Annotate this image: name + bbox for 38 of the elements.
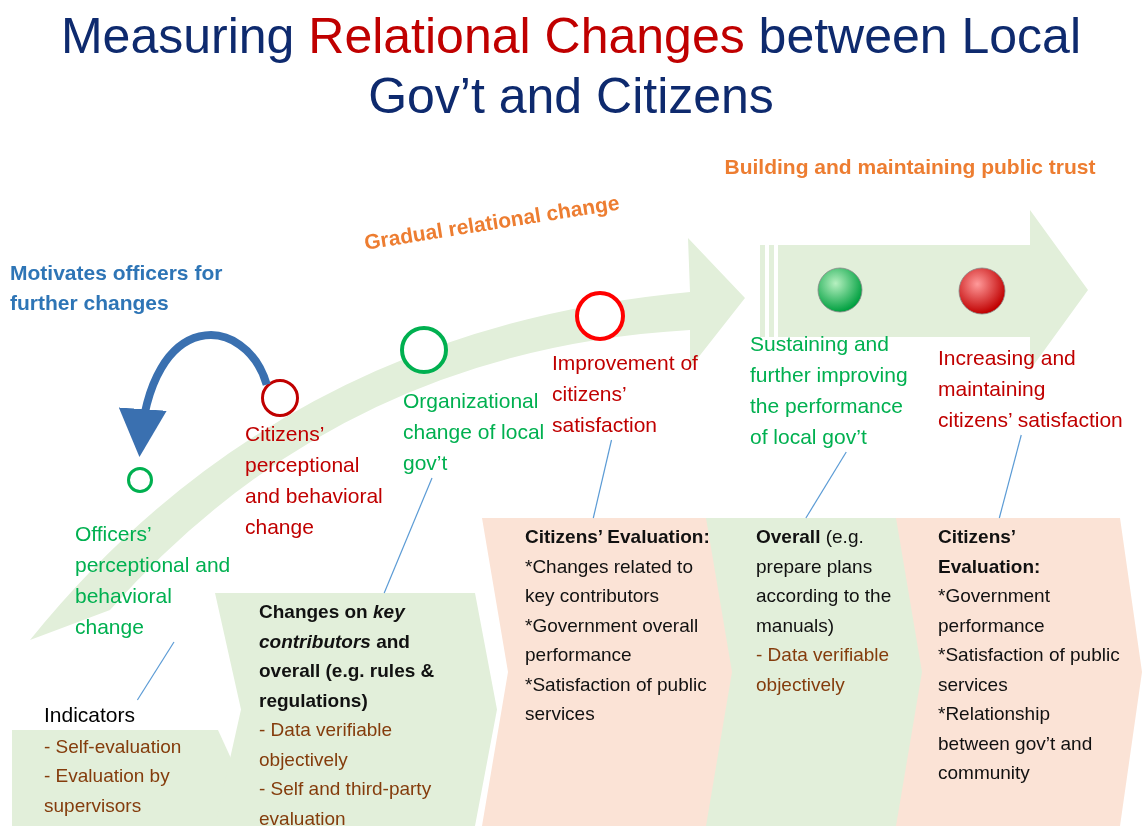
status-light — [817, 267, 863, 313]
arrow-caption: Building and maintaining public trust — [723, 154, 1097, 180]
panel-text: Changes on key contributors and overall (e.g. rules & regulations) — [259, 600, 436, 713]
leader-line — [383, 477, 433, 594]
status-light — [958, 267, 1006, 315]
title: Measuring Relational Changes between Local Gov’t and Citizens — [59, 7, 1083, 126]
stage-label: Citizens’ perceptional and behavioral change — [245, 418, 395, 542]
stage-circle — [575, 291, 625, 341]
list-item: - Self and third-party evaluation — [259, 777, 433, 826]
panel-text: Citizens’ Evaluation: — [938, 525, 1042, 579]
stage-label: Increasing and maintaining citizens’ satisfaction — [938, 342, 1123, 435]
stage-circle — [261, 379, 299, 417]
arrow-caption: Gradual relational change — [362, 189, 622, 256]
list-item: - Self-evaluation — [44, 734, 183, 759]
panel-text: Citizens’ Evaluation: — [525, 525, 711, 549]
panel-text: *Satisfaction of public services — [938, 643, 1120, 697]
stage-circle — [400, 326, 448, 374]
curved-arrow — [121, 331, 271, 457]
leader-line — [998, 434, 1022, 519]
leader-line — [136, 641, 175, 701]
list-item: - Data verifiable objectively — [259, 718, 394, 772]
annotation-text: Motivates officers for further changes — [10, 260, 224, 316]
list-item: - Evaluation by supervisors — [44, 764, 171, 818]
stage-label: Officers’ perceptional and behavioral change — [75, 518, 240, 642]
heading-text: Indicators — [44, 702, 137, 728]
panel-text: *Relationship between gov’t and community — [938, 702, 1094, 785]
leader-line — [592, 439, 613, 519]
stage-label: Organizational change of local gov’t — [403, 385, 548, 478]
panel-text: *Government performance — [938, 584, 1051, 638]
panel-text: *Satisfaction of public services — [525, 672, 708, 726]
panel-text: *Government overall performance — [525, 613, 700, 667]
panel-text: Overall (e.g. prepare plans according to the manuals) — [756, 525, 893, 638]
leader-line — [805, 451, 847, 519]
list-item: - Data verifiable objectively — [756, 643, 891, 697]
panel-text: *Changes related to key contributors — [525, 554, 694, 608]
stage-label: Improvement of citizens’ satisfaction — [552, 347, 722, 440]
stage-label: Sustaining and further improving the performance of local gov’t — [750, 328, 925, 452]
stage-circle — [127, 467, 153, 493]
